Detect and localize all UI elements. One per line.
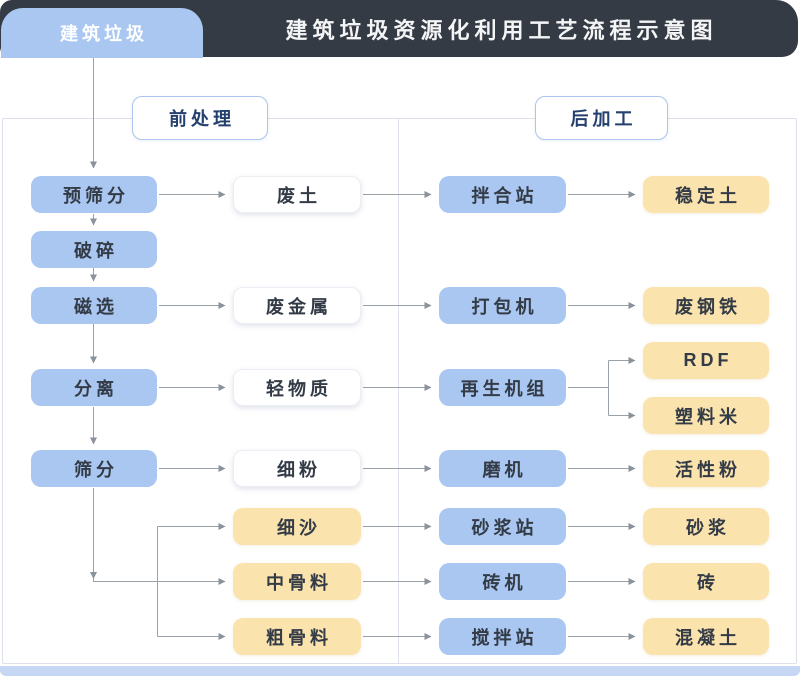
node-fine-sand: 细沙 [233, 508, 361, 545]
node-recycling-unit: 再生机组 [439, 369, 566, 406]
node-mixing-station: 拌合站 [439, 176, 566, 213]
node-separation: 分离 [31, 369, 157, 406]
node-stabilized-soil: 稳定土 [643, 176, 769, 213]
page-title: 建筑垃圾资源化利用工艺流程示意图 [285, 17, 718, 43]
section-header-post-processing: 后加工 [535, 96, 668, 140]
node-plastic-pellets: 塑料米 [643, 397, 769, 434]
node-screening: 筛分 [31, 450, 157, 487]
node-concrete-mixing-station: 搅拌站 [439, 618, 566, 655]
node-medium-aggregate: 中骨料 [233, 563, 361, 600]
node-magnetic-separation: 磁选 [31, 287, 157, 324]
node-brick-machine: 砖机 [439, 563, 566, 600]
node-baler: 打包机 [439, 287, 566, 324]
node-mill: 磨机 [439, 450, 566, 487]
section-divider [398, 119, 399, 663]
section-header-pre-processing: 前处理 [132, 96, 268, 140]
node-fine-powder: 细粉 [233, 450, 361, 487]
node-brick: 砖 [643, 563, 769, 600]
node-mortar-station: 砂浆站 [439, 508, 566, 545]
bottom-accent-bar [0, 666, 800, 676]
node-waste-soil: 废土 [233, 176, 361, 213]
node-rdf: RDF [643, 342, 769, 379]
source-tab-construction-waste: 建筑垃圾 [1, 8, 203, 58]
node-pre-screening: 预筛分 [31, 176, 157, 213]
node-scrap-steel: 废钢铁 [643, 287, 769, 324]
node-crushing: 破碎 [31, 231, 157, 268]
node-scrap-metal: 废金属 [233, 287, 361, 324]
node-mortar: 砂浆 [643, 508, 769, 545]
node-coarse-aggregate: 粗骨料 [233, 618, 361, 655]
node-active-powder: 活性粉 [643, 450, 769, 487]
node-light-material: 轻物质 [233, 369, 361, 406]
node-concrete: 混凝土 [643, 618, 769, 655]
